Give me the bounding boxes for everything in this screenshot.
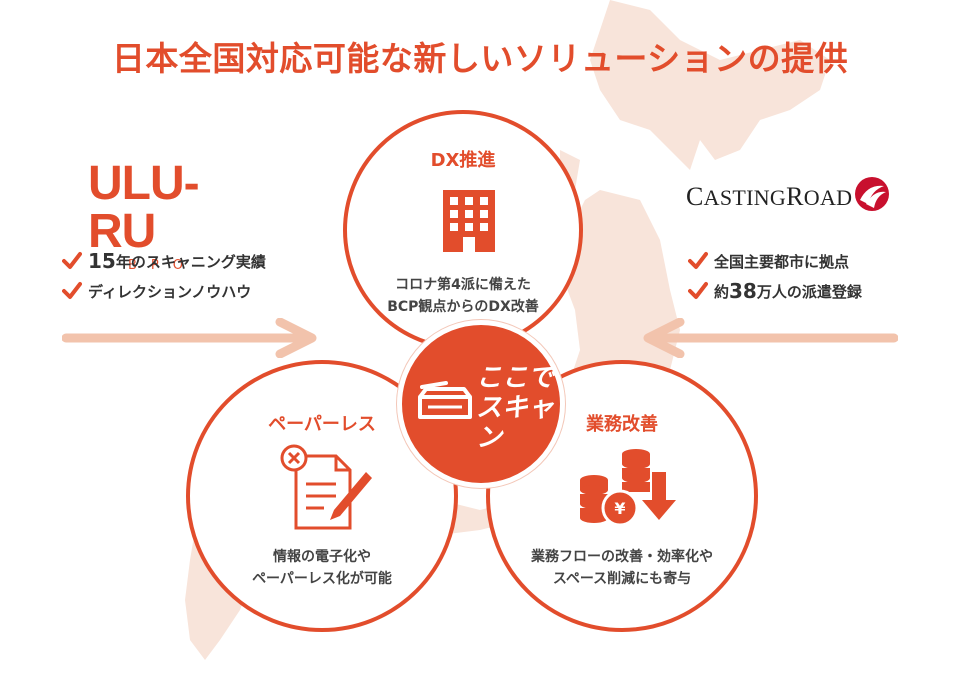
center-badge: ここで スキャン	[397, 320, 565, 488]
uluru-logo-sub: BPO	[128, 258, 197, 273]
circle-paperless-desc: 情報の電子化や ペーパーレス化が可能	[252, 549, 392, 587]
check-icon	[62, 282, 82, 299]
castingroad-logo-text: CASTINGROAD	[686, 182, 853, 211]
check-icon	[688, 282, 708, 299]
document-pen-icon	[280, 444, 372, 530]
check-icon	[688, 252, 708, 269]
page-title: 日本全国対応可能な新しいソリューションの提供	[111, 39, 849, 78]
uluru-logo: ULU-RU BPO	[88, 157, 258, 274]
circle-improvement-desc: 業務フローの改善・効率化や スペース削減にも寄与	[531, 549, 713, 587]
list-item: ディレクションノウハウ	[62, 276, 266, 306]
circle-dx-title: DX推進	[430, 150, 496, 171]
uluru-logo-text: ULU-RU	[88, 157, 200, 258]
arrow-right-icon	[62, 318, 317, 358]
check-icon	[62, 252, 82, 269]
coins-yen-down-icon: ¥	[580, 449, 676, 527]
list-item: 全国主要都市に拠点	[688, 246, 862, 276]
svg-text:¥: ¥	[614, 499, 625, 518]
scanner-icon	[418, 381, 472, 419]
building-icon	[443, 190, 495, 252]
circle-paperless-title: ペーパーレス	[268, 414, 376, 435]
castingroad-logo: CASTINGROAD	[686, 176, 906, 216]
center-label: ここで スキャン	[476, 363, 555, 453]
circle-dx-desc: コロナ第4派に備えた BCP観点からのDX改善	[387, 277, 539, 315]
castingroad-emblem-icon	[855, 177, 889, 211]
arrow-left-icon	[643, 318, 898, 358]
circle-paperless: ペーパーレス 情報の電子化や ペーパーレス化が可能	[186, 360, 458, 632]
circle-dx: DX推進 コロナ第4派に備えた BCP観点からのDX改善	[343, 110, 583, 350]
circle-improvement-title: 業務改善	[586, 414, 658, 435]
